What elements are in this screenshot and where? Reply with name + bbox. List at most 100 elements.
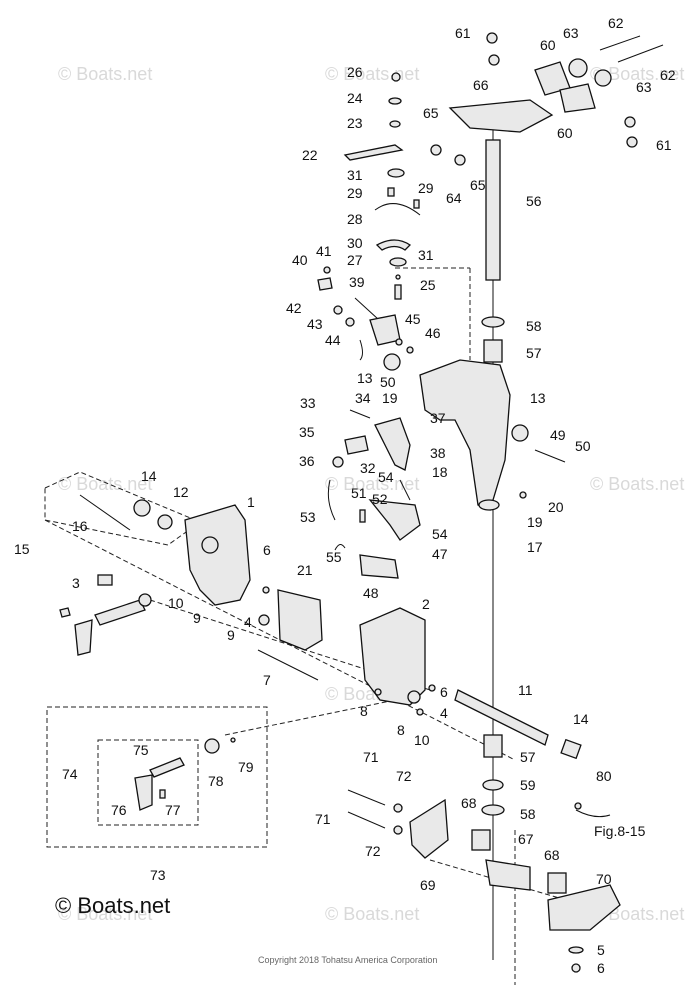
- callout-36: 36: [299, 453, 315, 469]
- callout-7: 7: [263, 672, 271, 688]
- callout-3: 3: [72, 575, 80, 591]
- callout-57: 57: [520, 749, 536, 765]
- watermark: © Boats.net: [590, 474, 684, 494]
- watermark: © Boats.net: [590, 64, 684, 84]
- callout-54: 54: [432, 526, 448, 542]
- swivel-bracket: [419, 359, 566, 511]
- callout-29: 29: [347, 185, 363, 201]
- callout-79: 79: [238, 759, 254, 775]
- callout-29: 29: [418, 180, 434, 196]
- callout-25: 25: [420, 277, 436, 293]
- callout-17: 17: [527, 539, 543, 555]
- callout-18: 18: [432, 464, 448, 480]
- copyright-text: Copyright 2018 Tohatsu America Corporati…: [258, 955, 437, 965]
- callout-63: 63: [636, 79, 652, 95]
- callout-37: 37: [430, 410, 446, 426]
- callout-20: 20: [548, 499, 564, 515]
- group-box-73: [46, 706, 268, 848]
- clamp-pad: [258, 586, 323, 651]
- callout-71: 71: [315, 811, 331, 827]
- callout-6: 6: [440, 684, 448, 700]
- callout-13: 13: [530, 390, 546, 406]
- callout-55: 55: [326, 549, 342, 565]
- callout-38: 38: [430, 445, 446, 461]
- callout-13: 13: [357, 370, 373, 386]
- callout-68: 68: [544, 847, 560, 863]
- washer-stack: [343, 72, 421, 300]
- callout-72: 72: [365, 843, 381, 859]
- callout-8: 8: [397, 722, 405, 738]
- callout-72: 72: [396, 768, 412, 784]
- lower-parts: [347, 789, 621, 973]
- callout-31: 31: [347, 167, 363, 183]
- callout-46: 46: [425, 325, 441, 341]
- tilt-lock-parts: [327, 409, 421, 579]
- tiller-bracket-top: [430, 32, 664, 166]
- callout-49: 49: [550, 427, 566, 443]
- callout-5: 5: [597, 942, 605, 958]
- callout-14: 14: [141, 468, 157, 484]
- callout-4: 4: [244, 614, 252, 630]
- callout-27: 27: [347, 252, 363, 268]
- callout-80: 80: [596, 768, 612, 784]
- watermark: © Boats.net: [325, 474, 419, 494]
- callout-56: 56: [526, 193, 542, 209]
- callout-43: 43: [307, 316, 323, 332]
- watermark: © Boats.net: [58, 904, 152, 924]
- callout-74: 74: [62, 766, 78, 782]
- callout-50: 50: [380, 374, 396, 390]
- callout-32: 32: [360, 460, 376, 476]
- callout-30: 30: [347, 235, 363, 251]
- callout-67: 67: [518, 831, 534, 847]
- callout-68: 68: [461, 795, 477, 811]
- friction-assembly: [317, 266, 414, 371]
- watermark: © Boats.net: [58, 474, 152, 494]
- steering-shaft: [481, 139, 505, 363]
- callout-62: 62: [660, 67, 676, 83]
- callout-40: 40: [292, 252, 308, 268]
- callout-34: 34: [355, 390, 371, 406]
- callout-60: 60: [557, 125, 573, 141]
- callout-12: 12: [173, 484, 189, 500]
- callout-60: 60: [540, 37, 556, 53]
- callout-33: 33: [300, 395, 316, 411]
- callout-31: 31: [418, 247, 434, 263]
- callout-1: 1: [247, 494, 255, 510]
- callout-4: 4: [440, 705, 448, 721]
- brand-logo: © Boats.net: [55, 893, 170, 918]
- callout-19: 19: [527, 514, 543, 530]
- callout-42: 42: [286, 300, 302, 316]
- callout-16: 16: [72, 518, 88, 534]
- callout-6: 6: [597, 960, 605, 976]
- callout-57: 57: [526, 345, 542, 361]
- callout-6: 6: [263, 542, 271, 558]
- callout-14: 14: [573, 711, 589, 727]
- callout-52: 52: [372, 491, 388, 507]
- group-box-74: [97, 739, 199, 826]
- callout-35: 35: [299, 424, 315, 440]
- callout-44: 44: [325, 332, 341, 348]
- callout-75: 75: [133, 742, 149, 758]
- callout-66: 66: [473, 77, 489, 93]
- callout-62: 62: [608, 15, 624, 31]
- group-box-15: [44, 471, 202, 546]
- callout-58: 58: [520, 806, 536, 822]
- callout-50: 50: [575, 438, 591, 454]
- callout-69: 69: [420, 877, 436, 893]
- callout-65: 65: [423, 105, 439, 121]
- callout-76: 76: [111, 802, 127, 818]
- callout-10: 10: [414, 732, 430, 748]
- callout-61: 61: [455, 25, 471, 41]
- callout-58: 58: [526, 318, 542, 334]
- callout-61: 61: [656, 137, 672, 153]
- callout-77: 77: [165, 802, 181, 818]
- callout-9: 9: [193, 610, 201, 626]
- clamp-bracket-left: [59, 494, 251, 656]
- callout-19: 19: [382, 390, 398, 406]
- callout-15: 15: [14, 541, 30, 557]
- callout-73: 73: [150, 867, 166, 883]
- tilt-tube: [454, 689, 582, 816]
- callout-71: 71: [363, 749, 379, 765]
